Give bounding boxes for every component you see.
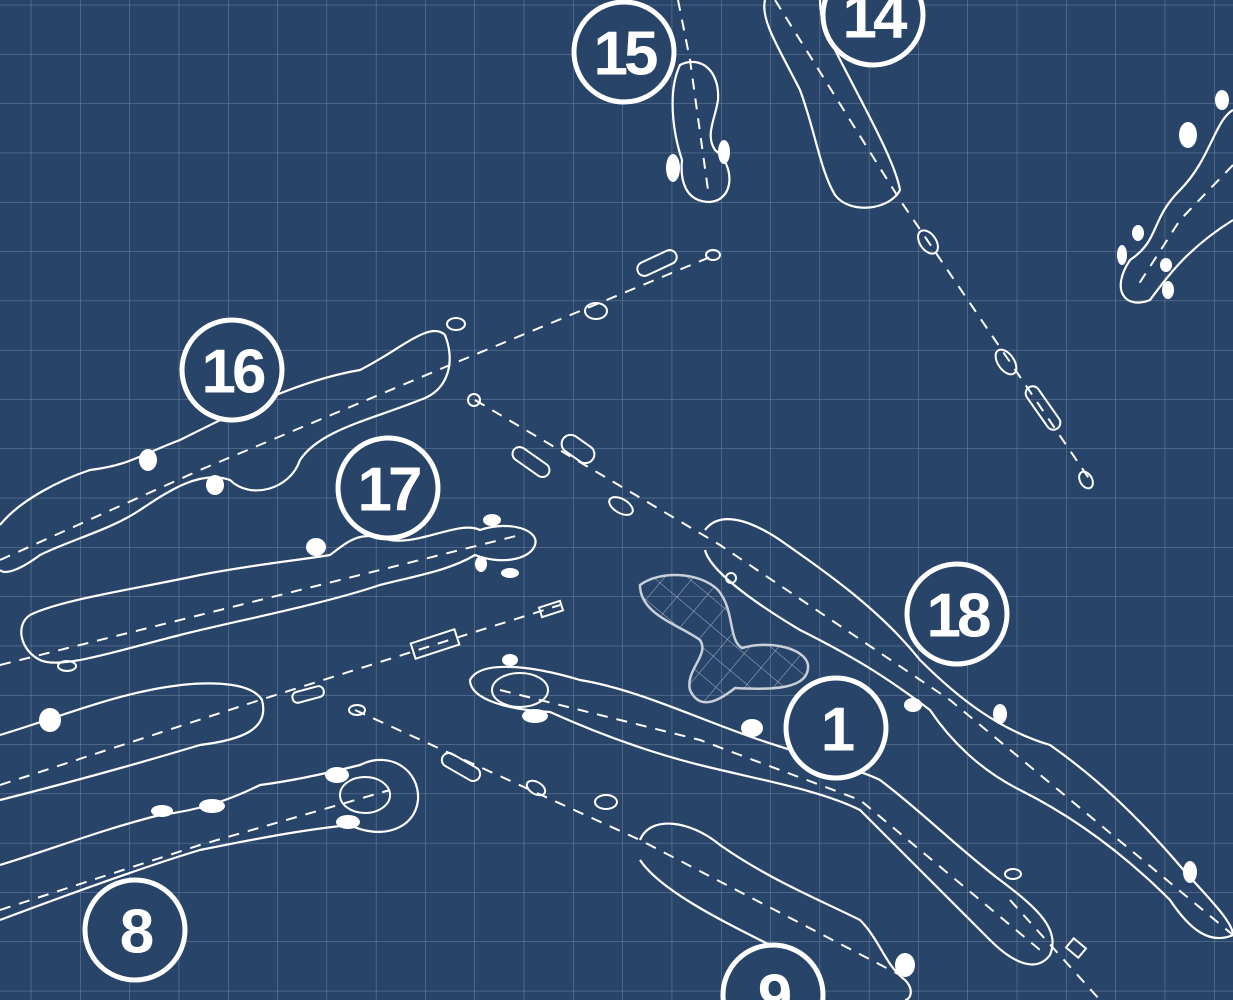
hole-number-label: 1 bbox=[821, 696, 854, 765]
hole-17-fairway bbox=[0, 514, 537, 672]
hole-marker-8[interactable]: 8 bbox=[82, 877, 188, 983]
hole-marker-9[interactable]: 9 bbox=[720, 942, 826, 1000]
hole-number-label: 16 bbox=[202, 338, 265, 407]
hole-marker-15[interactable]: 15 bbox=[571, 0, 677, 105]
hole-number-label: 18 bbox=[927, 582, 990, 651]
hole-marker-18[interactable]: 18 bbox=[904, 561, 1010, 667]
edge-hole-fairway bbox=[1117, 90, 1233, 304]
hole-number-label: 9 bbox=[758, 963, 791, 1000]
hole-number-label: 8 bbox=[120, 898, 153, 967]
hole-8-fairway bbox=[0, 599, 565, 922]
water-hazard bbox=[638, 573, 810, 704]
hole-15-green bbox=[666, 0, 731, 204]
hole-marker-14[interactable]: 14 bbox=[820, 0, 926, 68]
hole-number-label: 14 bbox=[843, 0, 908, 52]
hole-marker-1[interactable]: 1 bbox=[783, 675, 889, 781]
hole-marker-16[interactable]: 16 bbox=[179, 317, 285, 423]
hole-number-label: 15 bbox=[594, 20, 657, 89]
hole-marker-17[interactable]: 17 bbox=[335, 435, 441, 541]
hole-1-fairway bbox=[468, 654, 1054, 966]
hole-number-label: 17 bbox=[358, 456, 420, 525]
hole-16-fairway bbox=[0, 249, 721, 573]
hole-18-fairway bbox=[467, 393, 1233, 940]
hole-9-fairway bbox=[348, 704, 1101, 1000]
